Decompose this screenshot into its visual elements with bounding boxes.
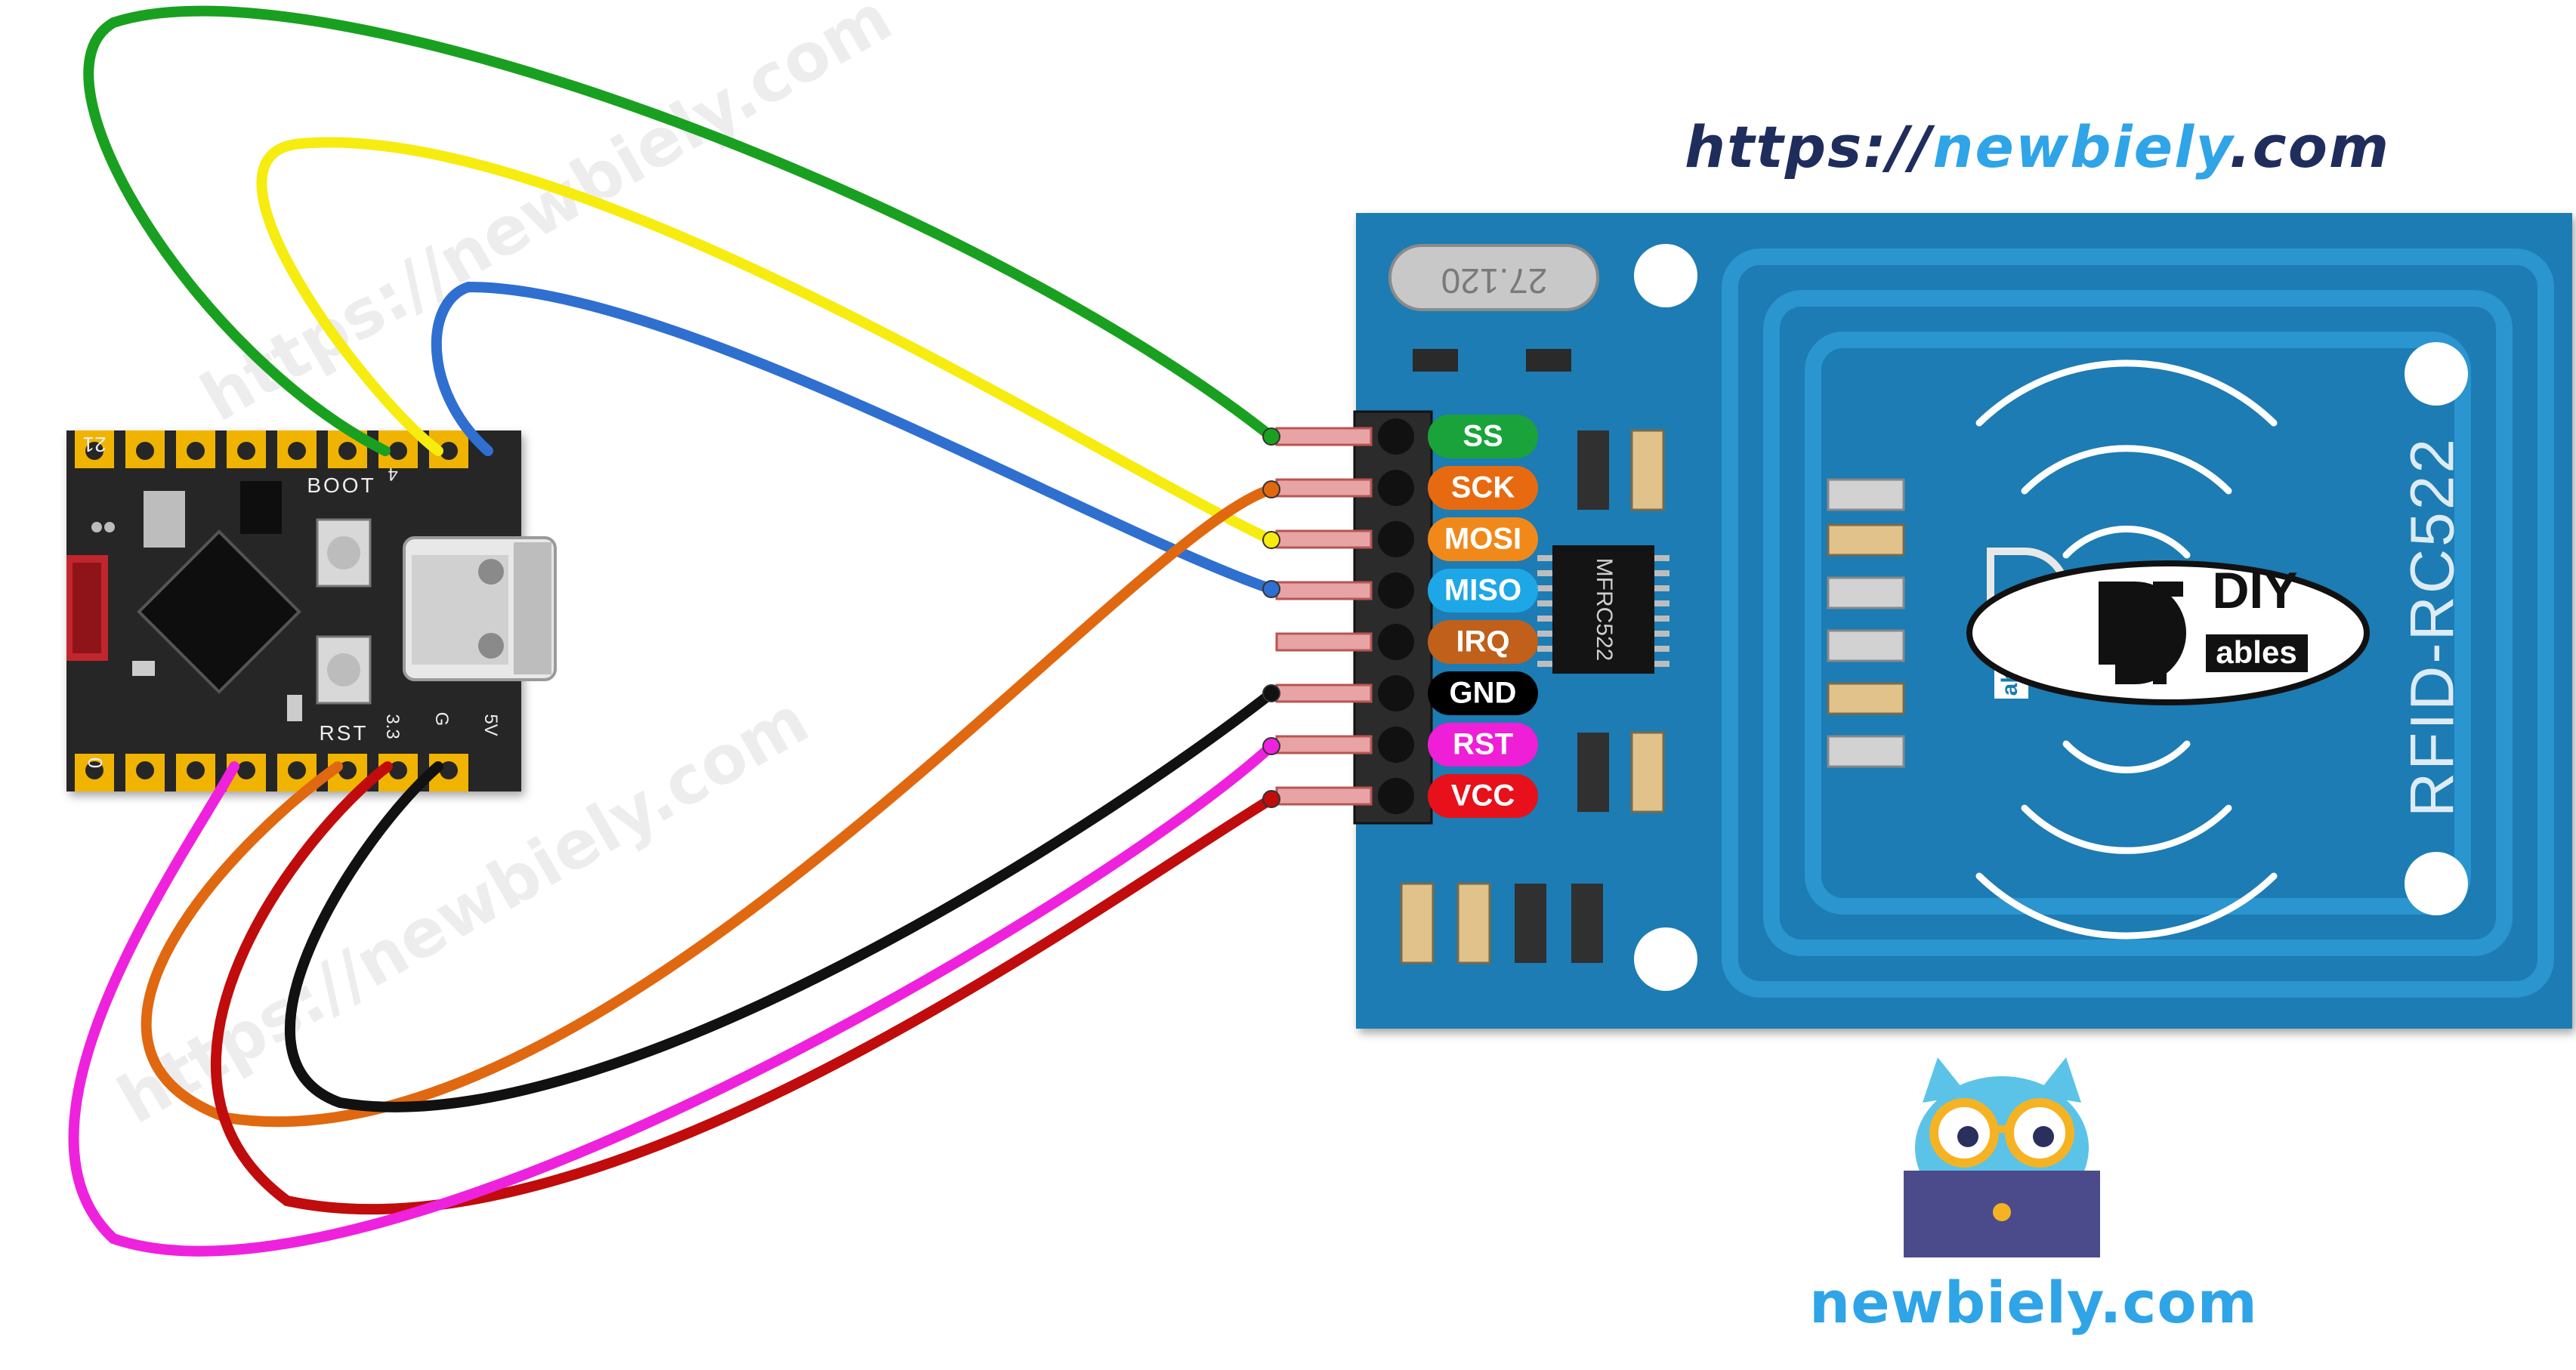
wire-mosi-yellow	[256, 137, 1277, 545]
pin-miso: MISO	[1275, 569, 1538, 612]
reset-button[interactable]	[316, 635, 372, 705]
wire-end-dot	[1262, 790, 1280, 808]
wire-end-dot	[1262, 480, 1280, 498]
wire-end-dot	[1262, 427, 1280, 446]
pin-label: IRQ	[1456, 625, 1509, 659]
pin-label: MOSI	[1444, 523, 1521, 556]
resistor-column	[1827, 478, 1905, 768]
rf-wave-arcs	[1975, 359, 2278, 940]
svg-text:DIY: DIY	[2212, 562, 2297, 619]
pin-label: VCC	[1451, 779, 1515, 813]
mounting-hole	[1634, 927, 1697, 991]
site-url-footer[interactable]: newbiely.com	[1809, 1269, 2258, 1336]
esp32-c3-board: 21 BOOT 4 RST 3.3 G 5V 0	[66, 430, 557, 791]
module-name: RFID-RC522	[2398, 437, 2467, 817]
watermark-upper: https://newbiely.com	[188, 0, 904, 437]
newbiely-owl-mascot	[1904, 1057, 2100, 1257]
pin-label: SS	[1463, 420, 1503, 453]
usb-c-connector[interactable]	[403, 536, 557, 681]
wire-end-dot	[1262, 737, 1280, 755]
pin-irq: IRQ	[1275, 620, 1538, 664]
pin-label: MISO	[1444, 574, 1521, 607]
label-pin21: 21	[82, 433, 106, 456]
wire-miso-blue	[431, 281, 1277, 594]
label-rst: RST	[320, 721, 369, 745]
wire-end-dots	[1262, 427, 1280, 808]
url-prefix: https://	[1685, 113, 1933, 181]
url-suffix: .com	[2229, 113, 2391, 181]
pin-sck: SCK	[1275, 466, 1538, 510]
label-boot: BOOT	[307, 474, 375, 497]
wire-vcc-red	[211, 761, 1277, 1215]
label-3v3: 3.3	[382, 714, 403, 739]
boot-button[interactable]	[316, 518, 372, 588]
wire-gnd-black	[284, 688, 1277, 1112]
label-5v: 5V	[480, 714, 501, 736]
site-url-header[interactable]: https://newbiely.com	[1685, 113, 2390, 181]
mounting-hole	[2405, 342, 2468, 406]
pin-label: RST	[1453, 728, 1513, 761]
pin-vcc: VCC	[1275, 774, 1538, 818]
wire-ss-green	[83, 5, 1277, 456]
pin-rst: RST	[1275, 723, 1538, 767]
wire-end-dot	[1262, 531, 1280, 549]
pin-label: SCK	[1451, 471, 1515, 504]
wires	[68, 5, 1277, 1257]
board-pads-bottom	[75, 754, 468, 791]
label-pin0: 0	[84, 758, 107, 768]
label-pin4: 4	[388, 464, 397, 484]
pin-mosi: MOSI	[1275, 517, 1538, 561]
wire-end-dot	[1262, 684, 1280, 702]
pin-gnd: GND	[1275, 671, 1538, 715]
svg-text:ables: ables	[2216, 634, 2296, 670]
mounting-hole	[2405, 852, 2468, 915]
wire-end-dot	[1262, 580, 1280, 598]
esp32-mcu-chip	[137, 529, 301, 694]
chip-label: MFRC522	[1592, 558, 1617, 662]
pin-label: GND	[1450, 677, 1517, 710]
diyables-logo: DIY ables	[1966, 560, 2370, 705]
mfrc522-chip: MFRC522	[1537, 545, 1669, 674]
rfid-board-details: 27.120 MFRC522	[1353, 244, 2554, 998]
wire-rst-magenta	[68, 741, 1277, 1257]
url-name: newbiely	[1932, 113, 2229, 181]
label-gnd: G	[431, 712, 452, 727]
mounting-hole	[1634, 244, 1697, 307]
crystal-label: 27.120	[1441, 261, 1548, 301]
